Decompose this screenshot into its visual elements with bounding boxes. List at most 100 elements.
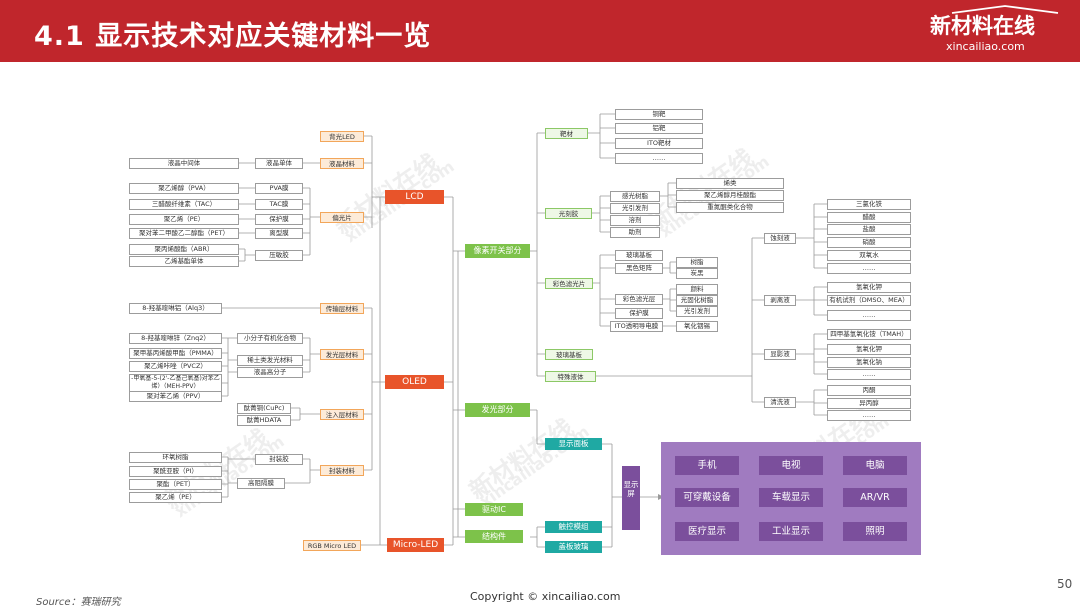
application-box: 可穿戴设备 xyxy=(675,488,739,507)
pixel-switch-node: 像素开关部分 xyxy=(465,244,530,258)
stripper-item-node: …… xyxy=(827,310,911,321)
page-number: 50 xyxy=(1057,577,1073,591)
backlight-led-node: 背光LED xyxy=(320,131,364,142)
cupc-node: 酞菁铜(CuPc) xyxy=(237,403,291,414)
emitter-source-node: -甲氧基-5-(2'-乙基己氧基)对苯乙烯）（MEH-PPV） xyxy=(129,374,222,392)
hdata-node: 酞菁HDATA xyxy=(237,415,291,426)
etchant-item-node: 盐酸 xyxy=(827,224,911,235)
transport-layer-node: 传输层材料 xyxy=(320,303,364,314)
header-bar xyxy=(0,0,1080,62)
photo-initiator-node: 光引发剂 xyxy=(610,203,660,214)
polarizer-node: 偏光片 xyxy=(320,212,364,223)
lc-polymer-node: 液晶高分子 xyxy=(237,367,303,378)
rgb-microled-node: RGB Micro LED xyxy=(303,540,361,551)
encapsulation-node: 封装材料 xyxy=(320,465,364,476)
lc-intermediate-node: 液晶中间体 xyxy=(129,158,239,169)
stripper-node: 剥离液 xyxy=(764,295,796,306)
cf-item-node: 光固化树脂 xyxy=(676,295,718,306)
small-molecule-node: 小分子有机化合物 xyxy=(237,333,303,344)
cleaner-item-node: …… xyxy=(827,410,911,421)
cf-glass-node: 玻璃基板 xyxy=(615,250,663,261)
lcd-root-node: LCD xyxy=(385,190,444,204)
polarizer-source-node: 三醋酸纤维素（TAC） xyxy=(129,199,239,210)
developer-node: 显影液 xyxy=(764,349,796,360)
polarizer-source-node: 聚乙烯醇（PVA） xyxy=(129,183,239,194)
display-screen-node: 显示屏 xyxy=(622,466,640,530)
emitter-source-node: 聚对苯乙烯（PPV） xyxy=(129,391,222,402)
brand-logo-url: xincailiao.com xyxy=(946,40,1025,53)
page-title: 4.1 显示技术对应关键材料一览 xyxy=(34,21,432,52)
glass-substrate-node: 玻璃基板 xyxy=(545,349,593,360)
etchant-item-node: 双氧水 xyxy=(827,250,911,261)
target-item-node: 铜靶 xyxy=(615,109,703,120)
applications-panel: 手机 电视 电脑 可穿戴设备 车载显示 AR/VR 医疗显示 工业显示 照明 xyxy=(661,442,921,555)
solvent-node: 溶剂 xyxy=(610,215,660,226)
brand-logo-text: 新材料在线 xyxy=(930,14,1035,38)
etchant-item-node: 硝酸 xyxy=(827,237,911,248)
target-item-node: 铝靶 xyxy=(615,123,703,134)
emitter-source-node: 聚甲基丙烯酸甲酯（PMMA） xyxy=(129,348,222,359)
touch-module-node: 触控模组 xyxy=(545,521,602,533)
stripper-item-node: 氢氧化钾 xyxy=(827,282,911,293)
special-chemicals-node: 特殊液体 xyxy=(545,371,596,382)
cf-item-node: 颜料 xyxy=(676,284,718,295)
developer-item-node: 四甲基氢氧化铵（TMAH） xyxy=(827,329,911,340)
application-box: 手机 xyxy=(675,456,739,475)
lc-monomer-node: 液晶单体 xyxy=(255,158,303,169)
application-box: 车载显示 xyxy=(759,488,823,507)
driver-ic-node: 驱动IC xyxy=(465,503,523,516)
black-matrix-node: 黑色矩阵 xyxy=(615,263,663,274)
psa-node: 压敏胶 xyxy=(255,250,303,261)
cleaner-item-node: 丙酮 xyxy=(827,385,911,396)
cleaner-node: 清洗液 xyxy=(764,397,796,408)
etchant-item-node: 醋酸 xyxy=(827,212,911,223)
polarizer-source-node: 聚乙烯（PE） xyxy=(129,214,239,225)
oled-root-node: OLED xyxy=(385,375,444,389)
cf-item-node: 光引发剂 xyxy=(676,306,718,317)
lc-material-node: 液晶材料 xyxy=(320,158,364,169)
application-box: 电视 xyxy=(759,456,823,475)
barrier-film-node: 高阻隔膜 xyxy=(237,478,285,489)
polarizer-source-node: 乙烯基酯单体 xyxy=(129,256,239,267)
additive-node: 助剂 xyxy=(610,227,660,238)
injection-layer-node: 注入层材料 xyxy=(320,409,364,420)
cf-protective-node: 保护膜 xyxy=(615,308,663,319)
release-film-node: 离型膜 xyxy=(255,228,303,239)
target-node: 靶材 xyxy=(545,128,588,139)
developer-item-node: …… xyxy=(827,369,911,380)
copyright-text: Copyright © xincailiao.com xyxy=(470,590,621,603)
alq3-node: 8-羟基喹啉铝（Alq3） xyxy=(129,303,222,314)
target-item-node: …… xyxy=(615,153,703,164)
microled-root-node: Micro-LED xyxy=(387,538,444,552)
etchant-node: 蚀刻液 xyxy=(764,233,796,244)
emitter-source-node: 8-羟基喹啉锌（Znq2） xyxy=(129,333,222,344)
encap-source-node: 环氧树脂 xyxy=(129,452,222,463)
etchant-item-node: 三氯化铁 xyxy=(827,199,911,210)
application-box: 电脑 xyxy=(843,456,907,475)
resin-item-node: 烯类 xyxy=(676,178,784,189)
stripper-item-node: 有机试剂（DMSO、MEA） xyxy=(827,295,911,306)
emitting-layer-node: 发光层材料 xyxy=(320,349,364,360)
protective-film-node: 保护膜 xyxy=(255,214,303,225)
bm-item-node: 树脂 xyxy=(676,257,718,268)
sealant-node: 封装胶 xyxy=(255,454,303,465)
application-box: 照明 xyxy=(843,522,907,541)
etchant-item-node: …… xyxy=(827,263,911,274)
pva-film-node: PVA膜 xyxy=(255,183,303,194)
encap-source-node: 聚酰亚胺（PI） xyxy=(129,466,222,477)
rare-earth-node: 稀土类发光材料 xyxy=(237,355,303,366)
brand-roof-icon xyxy=(951,5,1059,14)
application-box: AR/VR xyxy=(843,488,907,507)
photosensitive-resin-node: 感光树脂 xyxy=(610,191,660,202)
resin-item-node: 聚乙烯醇月桂酸酯 xyxy=(676,190,784,201)
encap-source-node: 聚酯（PET） xyxy=(129,479,222,490)
structural-parts-node: 结构件 xyxy=(465,530,523,543)
tac-film-node: TAC膜 xyxy=(255,199,303,210)
color-filter-node: 彩色滤光片 xyxy=(545,278,593,289)
light-emitting-node: 发光部分 xyxy=(465,403,530,417)
ito-film-node: ITO透明导电膜 xyxy=(610,321,663,332)
ito-item-node: 氧化铟锡 xyxy=(676,321,718,332)
polarizer-source-node: 聚丙烯酸酯（ABR） xyxy=(129,244,239,255)
target-item-node: ITO靶材 xyxy=(615,138,703,149)
photoresist-node: 光刻胶 xyxy=(545,208,592,219)
